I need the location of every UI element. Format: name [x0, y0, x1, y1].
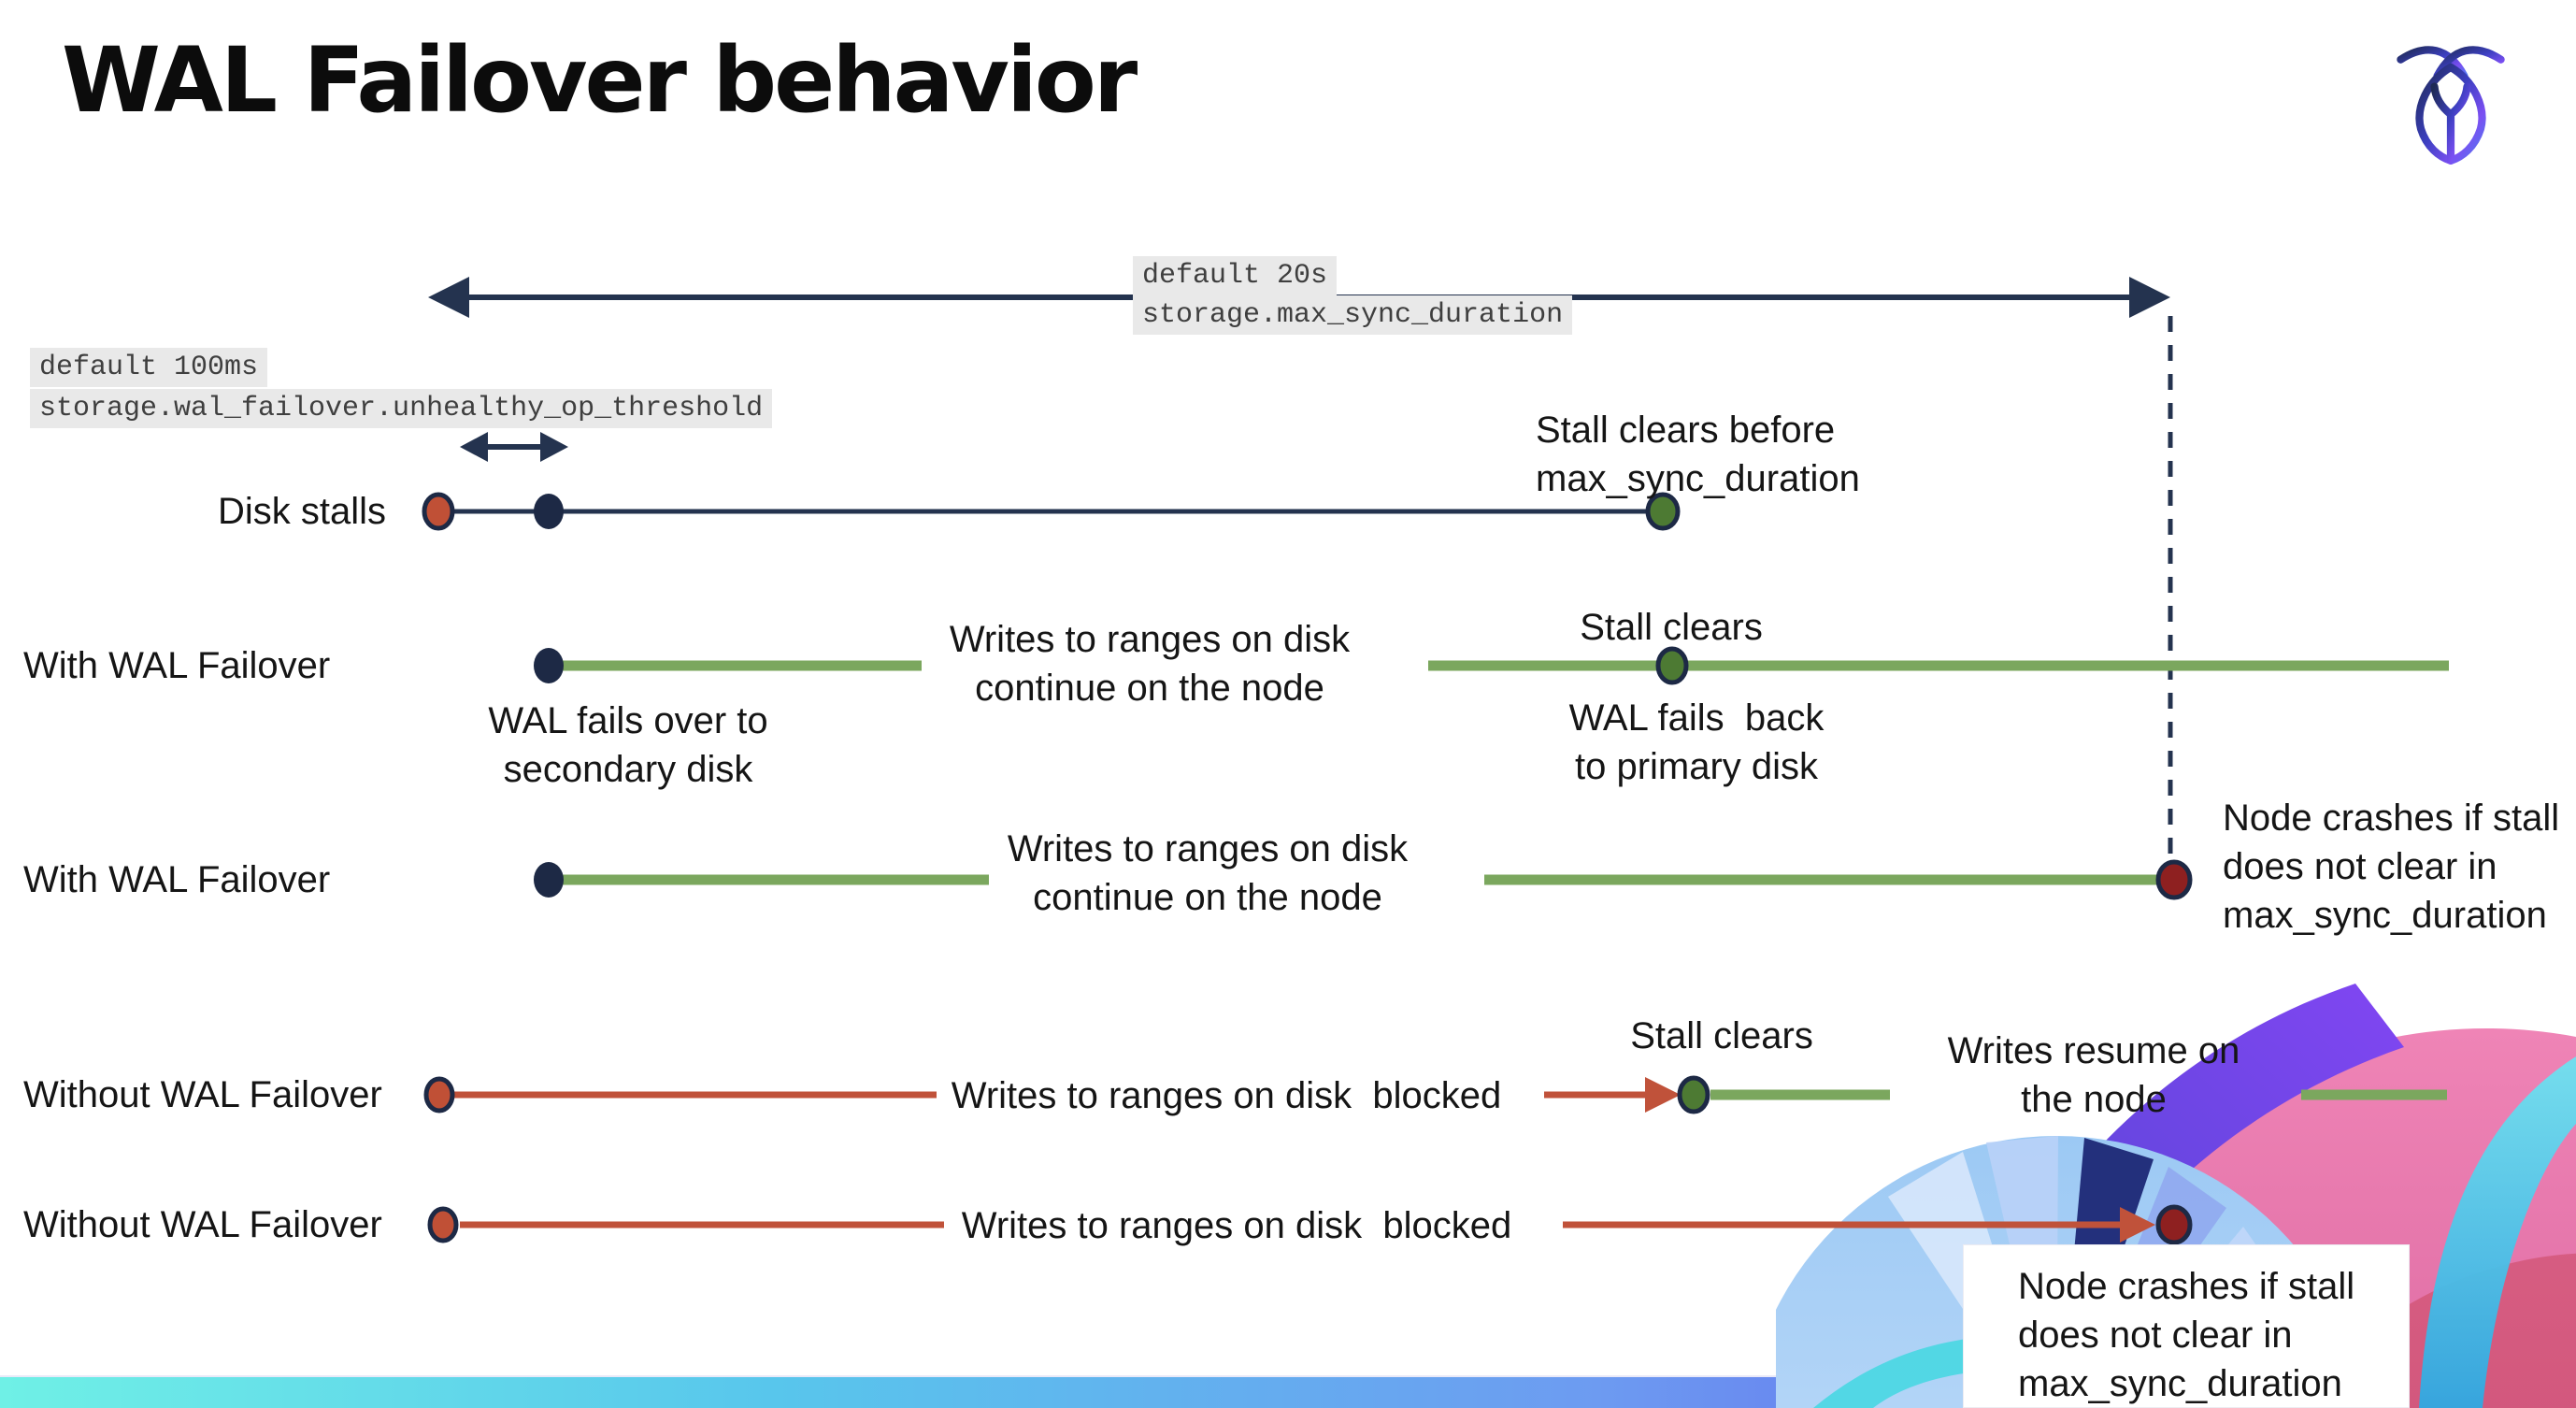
stall-clear-dot [1677, 1075, 1710, 1114]
annotation-writes-blocked: Writes to ranges on disk blocked [961, 1205, 1512, 1246]
annotation-stall-clears: Stall clears [1630, 1015, 1813, 1056]
annotation-writes-continue: Writes to ranges on disk continue on the… [1007, 828, 1409, 918]
arrowhead-right-icon [2129, 277, 2170, 318]
failover-trigger-dot [534, 648, 564, 683]
failover-threshold-dot [534, 494, 564, 529]
annotation-writes-continue: Writes to ranges on disk continue on the… [949, 619, 1351, 709]
row-label-without-wal-failover-2: Without WAL Failover [23, 1204, 382, 1245]
page-title: WAL Failover behavior [62, 28, 1138, 133]
arrowhead-right-icon [1645, 1077, 1681, 1113]
row-label-without-wal-failover-1: Without WAL Failover [23, 1074, 382, 1115]
stall-clear-dot [1655, 646, 1689, 685]
annotation-stall-clears-before: Stall clears before max_sync_duration [1536, 409, 1860, 499]
disk-stall-start-dot [427, 1206, 459, 1243]
arrowhead-right-icon [2120, 1207, 2155, 1243]
artwork-cyan-band [2419, 1056, 2576, 1408]
row-label-disk-stalls: Disk stalls [217, 491, 386, 532]
arrowhead-right-icon [540, 432, 568, 462]
row-label-with-wal-failover-2: With WAL Failover [23, 859, 331, 900]
unhealthy-op-setting-label: storage.wal_failover.unhealthy_op_thresh… [30, 389, 773, 428]
annotation-node-crashes: Node crashes if stall does not clear in … [2223, 797, 2560, 936]
disk-stall-start-dot [422, 492, 455, 531]
max-sync-setting-label: storage.max_sync_duration [1133, 295, 1573, 335]
annotation-wal-fails-over: WAL fails over to secondary disk [488, 700, 768, 790]
annotation-wal-fails-back: WAL fails back to primary disk [1568, 697, 1825, 787]
annotation-stall-clears: Stall clears [1580, 607, 1763, 648]
logo-stem [2430, 82, 2471, 165]
cockroachdb-logo-icon [2397, 46, 2505, 165]
annotation-writes-blocked: Writes to ranges on disk blocked [951, 1075, 1502, 1116]
unhealthy-op-default-label: default 100ms [30, 348, 268, 387]
node-crash-dot [2155, 859, 2193, 900]
stall-clear-dot [1645, 492, 1681, 531]
logo-antenna-left [2397, 46, 2469, 80]
node-crash-callout-box: Node crashes if stall does not clear in … [1963, 1244, 2410, 1408]
annotation-node-crashes: Node crashes if stall does not clear in … [2018, 1266, 2355, 1404]
disk-stall-start-dot [423, 1076, 455, 1113]
arrowhead-left-icon [460, 432, 488, 462]
failover-trigger-dot [534, 862, 564, 898]
logo-antenna-right [2433, 46, 2505, 80]
annotation-writes-resume: Writes resume on the node [1947, 1030, 2240, 1120]
arrowhead-left-icon [428, 277, 469, 318]
node-crash-dot [2155, 1204, 2193, 1245]
row-label-with-wal-failover-1: With WAL Failover [23, 645, 331, 686]
max-sync-default-label: default 20s [1133, 256, 1338, 295]
